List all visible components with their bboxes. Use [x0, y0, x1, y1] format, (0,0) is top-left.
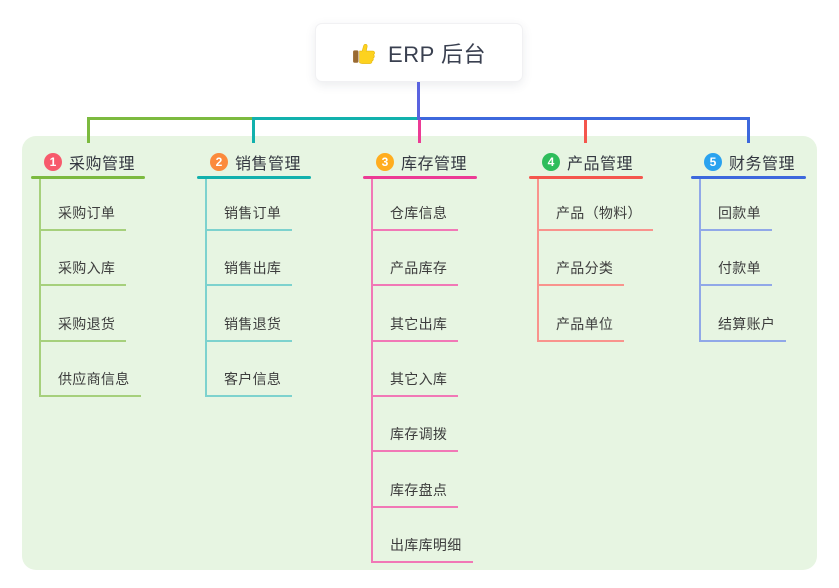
- connector-root-stub: [417, 82, 420, 120]
- branch-title: 库存管理: [401, 156, 468, 173]
- connector-branch1-stub: [87, 117, 90, 143]
- badge-2: 2: [210, 153, 228, 171]
- leaf-node[interactable]: 客户信息: [205, 369, 293, 397]
- connector-branch4-stub: [584, 117, 587, 143]
- branch-spine: [371, 179, 373, 563]
- connector-branch3-stub: [418, 119, 421, 143]
- leaf-node[interactable]: 采购订单: [39, 203, 127, 231]
- branch-underline: [691, 176, 806, 179]
- root-title: ERP 后台: [388, 41, 486, 67]
- branch-spine: [39, 179, 41, 397]
- leaf-node[interactable]: 结算账户: [699, 314, 787, 342]
- branch-node-inventory[interactable]: 3 库存管理: [376, 150, 467, 174]
- badge-5: 5: [704, 153, 722, 171]
- root-node[interactable]: ERP 后台: [315, 23, 523, 82]
- branch-underline: [31, 176, 145, 179]
- badge-3: 3: [376, 153, 394, 171]
- branch-node-sales[interactable]: 2 销售管理: [210, 150, 301, 174]
- leaf-node[interactable]: 库存调拨: [371, 424, 459, 452]
- badge-4: 4: [542, 153, 560, 171]
- leaf-node[interactable]: 采购入库: [39, 258, 127, 286]
- branch-title: 销售管理: [235, 156, 302, 173]
- thumbs-up-icon: [352, 40, 378, 66]
- leaf-node[interactable]: 其它入库: [371, 369, 459, 397]
- leaf-node[interactable]: 其它出库: [371, 314, 459, 342]
- connector-branch2-horizontal: [252, 117, 420, 120]
- connector-branch5-stub: [747, 117, 750, 143]
- branch-underline: [529, 176, 643, 179]
- branch-spine: [537, 179, 539, 342]
- connector-branch2-stub: [252, 117, 255, 143]
- leaf-node[interactable]: 产品库存: [371, 258, 459, 286]
- leaf-node[interactable]: 产品单位: [537, 314, 625, 342]
- branch-title: 财务管理: [729, 156, 796, 173]
- branch-node-purchase[interactable]: 1 采购管理: [44, 150, 135, 174]
- leaf-node[interactable]: 销售订单: [205, 203, 293, 231]
- branch-spine: [205, 179, 207, 397]
- branch-title: 产品管理: [567, 156, 634, 173]
- leaf-node[interactable]: 销售退货: [205, 314, 293, 342]
- badge-1: 1: [44, 153, 62, 171]
- leaf-node[interactable]: 产品分类: [537, 258, 625, 286]
- connector-branch5-horizontal: [420, 117, 750, 120]
- leaf-node[interactable]: 出库库明细: [371, 535, 473, 563]
- branch-underline: [197, 176, 311, 179]
- leaf-node[interactable]: 付款单: [699, 258, 772, 286]
- branch-spine: [699, 179, 701, 342]
- leaf-node[interactable]: 回款单: [699, 203, 772, 231]
- leaf-node[interactable]: 仓库信息: [371, 203, 459, 231]
- branch-node-product[interactable]: 4 产品管理: [542, 150, 633, 174]
- branch-node-finance[interactable]: 5 财务管理: [704, 150, 795, 174]
- leaf-node[interactable]: 销售出库: [205, 258, 293, 286]
- leaf-node[interactable]: 供应商信息: [39, 369, 141, 397]
- leaf-node[interactable]: 产品（物料）: [537, 203, 653, 231]
- branch-title: 采购管理: [69, 156, 136, 173]
- branches-panel: [22, 136, 817, 570]
- leaf-node[interactable]: 采购退货: [39, 314, 127, 342]
- branch-underline: [363, 176, 477, 179]
- leaf-node[interactable]: 库存盘点: [371, 480, 459, 508]
